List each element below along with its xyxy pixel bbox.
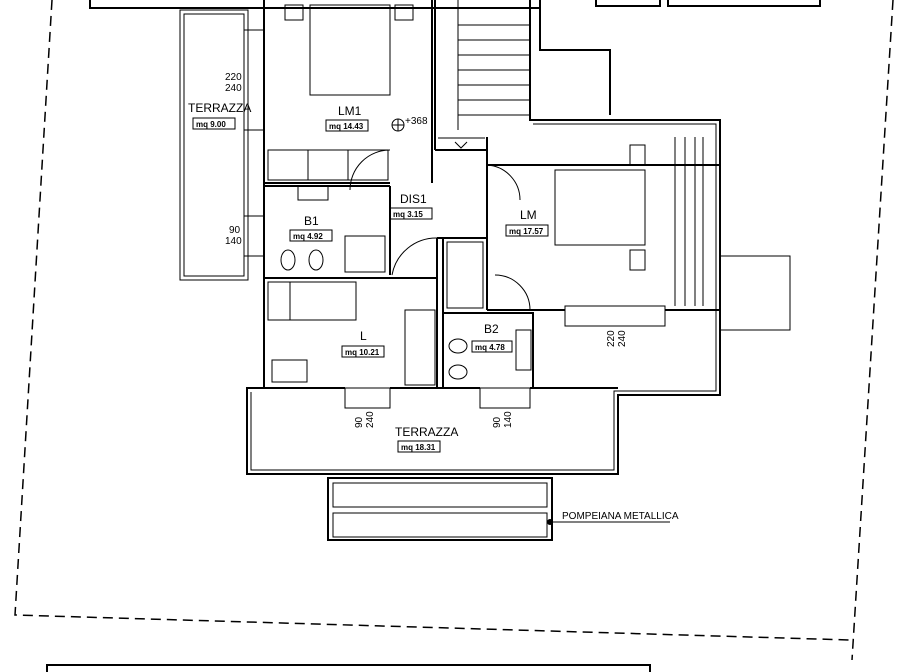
lot-boundary [14,0,894,661]
windows [243,29,666,409]
room-area: mq 10.21 [345,348,380,357]
room-name-b2: B2 [484,322,499,336]
pergola [327,477,670,541]
window-dimensions: 220 240 90 140 90 240 90 140 220 240 [225,72,628,428]
room-name-lm1: LM1 [338,104,362,118]
dim-width: 140 [225,236,242,247]
dim-height: 90 [354,416,365,428]
room-name-b1: B1 [304,214,319,228]
dim-width: 240 [225,83,242,94]
staircase [438,0,530,149]
dim-width: 140 [503,411,514,428]
room-name-l: L [360,329,367,343]
dim-width: 240 [365,411,376,428]
dim-height: 90 [229,225,241,236]
dim-height: 220 [225,72,242,83]
room-area: mq 17.57 [509,227,544,236]
room-area: mq 18.31 [401,443,436,452]
room-name-lm: LM [520,208,537,222]
room-area: mq 14.43 [329,122,364,131]
title-block [46,664,651,672]
dim-height: 220 [606,330,617,347]
room-area: mq 9.00 [196,120,226,129]
room-name-terrazza-left: TERRAZZA [188,101,251,115]
furniture [267,4,646,386]
room-area: mq 3.15 [393,210,423,219]
pergola-label: POMPEIANA METALLICA [562,511,679,522]
room-name-dis1: DIS1 [400,192,427,206]
dim-height: 90 [492,416,503,428]
room-area: mq 4.92 [293,232,323,241]
room-name-terrazza-bottom: TERRAZZA [395,425,458,439]
terrace-left [179,9,249,281]
exterior-walls [246,0,721,475]
room-labels: TERRAZZA mq 9.00 LM1 mq 14.43 DIS1 mq 3.… [188,101,549,453]
upper-structure [89,0,821,115]
elevation-label: +368 [405,116,428,127]
dim-width: 240 [617,330,628,347]
room-area: mq 4.78 [475,343,505,352]
